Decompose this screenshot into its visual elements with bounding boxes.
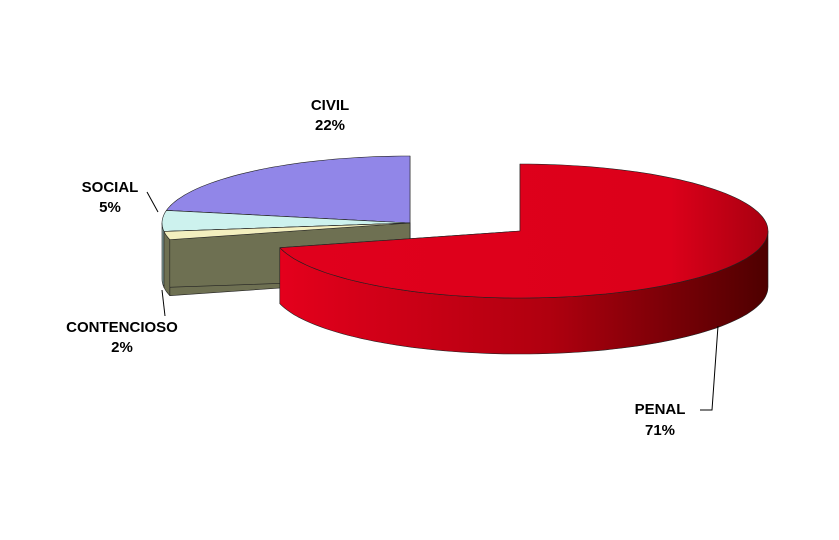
leader-line-contencioso bbox=[161, 289, 166, 317]
slice-civil bbox=[166, 155, 411, 224]
pie-slices bbox=[161, 155, 769, 355]
slice-social bbox=[161, 210, 411, 232]
label-civil-name: CIVIL bbox=[311, 97, 349, 114]
label-civil-value: 22% bbox=[315, 117, 345, 134]
slice-contencioso bbox=[163, 222, 411, 240]
label-penal-name: PENAL bbox=[635, 401, 686, 418]
leader-lines bbox=[146, 191, 719, 411]
label-social-name: SOCIAL bbox=[82, 179, 139, 196]
data-labels: CIVIL 22% SOCIAL 5% CONTENCIOSO 2% PENAL… bbox=[66, 97, 685, 439]
leader-line-penal bbox=[700, 325, 719, 411]
label-contencioso-name: CONTENCIOSO bbox=[66, 319, 178, 336]
slice-penal bbox=[279, 163, 769, 299]
slice-contencioso-side bbox=[163, 231, 171, 296]
label-social-value: 5% bbox=[99, 199, 121, 216]
leader-line-social bbox=[146, 191, 159, 213]
label-contencioso-value: 2% bbox=[111, 339, 133, 356]
label-penal-value: 71% bbox=[645, 422, 675, 439]
